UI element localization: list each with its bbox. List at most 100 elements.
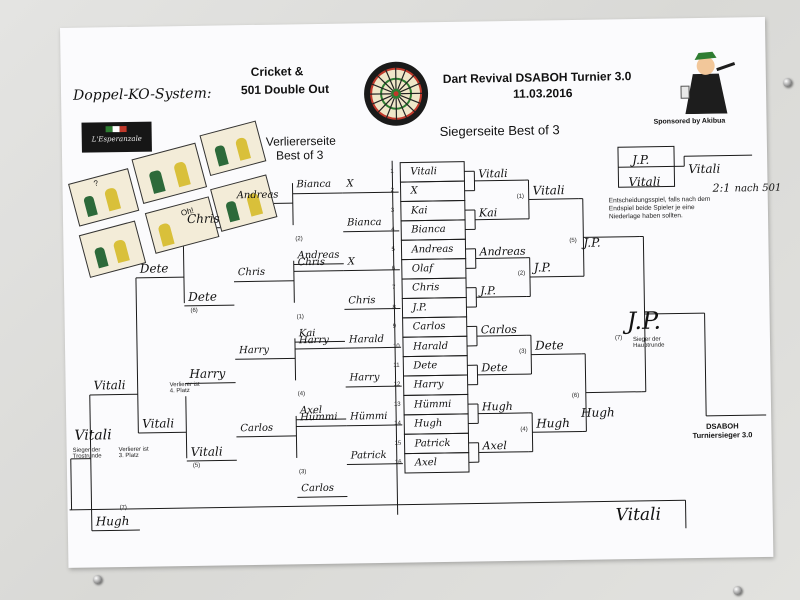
bracket-line <box>69 499 686 511</box>
bracket-line <box>583 236 640 238</box>
player-name: Dete <box>413 360 438 372</box>
bracket-line <box>531 353 582 356</box>
player-name: X <box>410 185 418 197</box>
bracket-line <box>342 191 399 194</box>
losers-r4-name: Harry <box>189 366 226 382</box>
bracket-line <box>478 451 529 453</box>
bracket-lines <box>69 145 767 532</box>
bracket-line <box>292 192 343 195</box>
player-name: Harry <box>413 379 444 391</box>
losers-side-title-2: Best of 3 <box>275 147 324 163</box>
losers-r4-name: Dete <box>188 289 218 304</box>
main-round-winner: J.P. <box>626 306 662 336</box>
bracket-line <box>704 313 707 416</box>
system-title: Doppel-KO-System: <box>72 85 212 104</box>
main-winner-caption: Sieger der Hauptrunde <box>632 336 665 350</box>
seed-number: 2 <box>390 188 394 195</box>
match-number: (3) <box>298 469 307 476</box>
bracket-line <box>529 257 531 297</box>
match-number: (1) <box>296 314 304 321</box>
comic-text: ? <box>92 178 100 189</box>
winners-r4-name: J.P. <box>583 235 601 250</box>
player-name: Olaf <box>411 263 433 275</box>
third-place-caption: Verlierer ist 3. Platz <box>118 446 149 460</box>
champion-caption: DSABOH Turniersieger 3.0 <box>692 421 753 441</box>
winners-r2-name: Andreas <box>479 244 526 259</box>
losers-r3-name: Chris <box>237 267 266 279</box>
player-name: Carlos <box>412 321 446 333</box>
tournament-champion: Vitali <box>615 504 662 526</box>
losers-r5-name: Vitali <box>142 416 175 431</box>
match-number: (7) <box>119 505 127 512</box>
bracket-line <box>91 529 140 532</box>
match-number: (4) <box>520 426 528 433</box>
bracket-line <box>236 435 297 438</box>
final-rule: Entscheidungsspiel, falls nach dem Endsp… <box>608 195 711 221</box>
match-number: (5) <box>192 462 201 469</box>
bracket-line <box>291 183 294 226</box>
bracket-line <box>706 414 767 417</box>
bracket-line <box>89 393 138 396</box>
bracket-line <box>529 275 580 278</box>
match-number: (5) <box>569 237 577 244</box>
winners-r2-name: Kai <box>478 206 498 220</box>
bracket-line <box>532 430 583 433</box>
losers-r2-name: Chris <box>297 256 326 269</box>
seed-number: 1 <box>390 168 394 175</box>
bracket-line <box>70 458 73 510</box>
winners-r2-name: Hugh <box>481 400 513 414</box>
seed-number: 5 <box>391 246 395 253</box>
winners-r4-name: Hugh <box>580 405 615 420</box>
winners-r3-name: J.P. <box>533 260 552 275</box>
event-date: 11.03.2016 <box>512 85 573 101</box>
bracket-line <box>343 269 400 272</box>
push-pin <box>733 586 742 595</box>
bracket-line <box>585 391 642 394</box>
push-pin <box>93 575 102 584</box>
winners-side-title: Siegerseite Best of 3 <box>439 122 560 140</box>
losers-r6-name: Vitali <box>93 378 126 393</box>
losers-r3-name: Harry <box>239 344 270 357</box>
match-number: (7) <box>614 335 623 342</box>
seed-number: 10 <box>392 343 400 350</box>
winners-r2-name: Axel <box>482 439 507 453</box>
seed-number: 8 <box>392 304 396 311</box>
bracket-line <box>294 340 345 343</box>
player-name: Patrick <box>414 437 451 450</box>
bracket-line <box>296 418 347 421</box>
bracket-line <box>294 338 297 381</box>
bracket-line <box>344 307 401 310</box>
bracket-line <box>235 357 296 360</box>
bracket-line <box>477 373 528 376</box>
bracket-line <box>185 396 188 459</box>
consolation-caption: Sieger der Trostrunde <box>72 447 102 460</box>
seed-number: 11 <box>393 362 400 369</box>
player-name: Kai <box>410 205 428 217</box>
match-number: (4) <box>297 391 306 398</box>
event-title: Dart Revival DSABOH Turnier 3.0 <box>442 69 632 86</box>
losers-r2-name: Bianca <box>296 179 332 191</box>
losers-r2-name: Carlos <box>301 482 335 495</box>
losers-r1-name: X <box>346 178 354 190</box>
player-name: Andreas <box>411 243 454 256</box>
match-number: (2) <box>517 271 526 278</box>
losers-r1-name: Patrick <box>350 449 387 462</box>
seed-number: 16 <box>394 459 402 466</box>
tournament-sheet: Doppel-KO-System: Cricket & 501 Double O… <box>60 16 781 568</box>
bracket-line <box>475 218 526 221</box>
player-name: Bianca <box>411 224 446 236</box>
player-name: Chris <box>412 282 440 294</box>
bracket-line <box>476 334 527 337</box>
logo-text: L'Esperanzale <box>91 134 142 144</box>
bracket-line <box>89 394 93 531</box>
losers-r1-name: X <box>347 256 355 268</box>
game-title-1: Cricket & <box>250 64 304 80</box>
losers-r1-name: Hümmi <box>350 411 388 423</box>
losers-r1-name: Chris <box>348 294 376 307</box>
player-name: Hugh <box>414 418 443 430</box>
bracket-line <box>184 304 235 307</box>
seed-number: 13 <box>393 401 401 408</box>
bracket-line <box>391 160 399 515</box>
bracket-line <box>233 280 295 283</box>
player-name: Vitali <box>410 166 438 178</box>
